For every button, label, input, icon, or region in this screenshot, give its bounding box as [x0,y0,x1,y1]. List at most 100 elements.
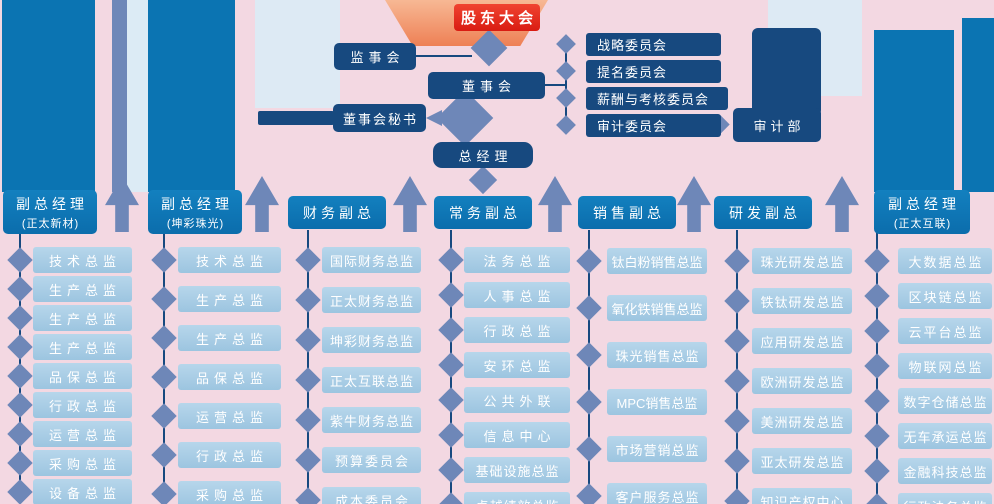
branch-item: 正太互联总监 [322,367,421,393]
branch-header: 常务副总 [434,196,532,229]
branch-item: 设备总监 [33,479,132,504]
audit-department-label: 审计部 [753,118,805,134]
branch-item: 客户服务总监 [607,483,707,504]
audit-department-blob [752,28,821,116]
item-diamond-icon [295,407,321,433]
branch-item: 生产总监 [33,305,132,331]
branch-item: 卓越绩效总监 [464,492,570,504]
item-diamond-icon [576,295,602,321]
branch-title: 财务副总 [303,204,375,221]
item-diamond-icon [724,488,750,504]
item-diamond-icon [7,363,33,389]
item-diamond-icon [864,493,890,504]
connector-diamond-icon [556,115,576,135]
branch-subtitle: (正太新材) [21,217,80,230]
up-arrow-icon [825,176,859,232]
up-arrow-icon [677,176,711,232]
branch-item: 运营总监 [33,421,132,447]
item-diamond-icon [724,288,750,314]
branch-item: 品保总监 [33,363,132,389]
audit-department-box: 审计部 [733,108,821,142]
branch-item: 数字仓储总监 [898,388,992,414]
item-diamond-icon [295,487,321,504]
item-diamond-icon [576,389,602,415]
item-diamond-icon [151,247,177,273]
branch-title: 销售副总 [593,204,665,221]
board-of-directors-label: 董事会 [461,79,516,94]
item-diamond-icon [864,248,890,274]
branch-subtitle: (正太互联) [893,217,952,230]
background-band [127,0,148,192]
branch-item: 氧化铁销售总监 [607,295,707,321]
up-arrow-icon [245,176,279,232]
item-diamond-icon [864,458,890,484]
up-arrow-icon [393,176,427,232]
branch-item: 行政法务总监 [898,493,992,504]
connector-bar [258,111,334,125]
item-diamond-icon [151,442,177,468]
branch-item: 珠光研发总监 [752,248,852,274]
item-diamond-icon [438,457,464,483]
committee-box: 战略委员会 [586,33,721,56]
branch-item: 无车承运总监 [898,423,992,449]
branch-item: 品保总监 [178,364,281,390]
branch-item: 公共外联 [464,387,570,413]
item-diamond-icon [295,247,321,273]
item-diamond-icon [438,282,464,308]
branch-item: 亚太研发总监 [752,448,852,474]
branch-item: 生产总监 [178,286,281,312]
item-diamond-icon [295,447,321,473]
item-diamond-icon [7,305,33,331]
item-diamond-icon [7,479,33,504]
branch-item: 安环总监 [464,352,570,378]
item-diamond-icon [151,364,177,390]
branch-connector-line [163,230,165,494]
branch-header: 副总经理(正太新材) [3,190,97,234]
board-of-directors-box: 董事会 [428,72,545,99]
item-diamond-icon [438,387,464,413]
board-secretary-label: 董事会秘书 [342,111,418,127]
item-diamond-icon [438,492,464,504]
item-diamond-icon [576,248,602,274]
branch-connector-line [307,230,309,500]
committee-label: 战略委员会 [597,38,668,53]
branch-item: 铁钛研发总监 [752,288,852,314]
branch-item: 信息中心 [464,422,570,448]
branch-connector-line [19,230,21,492]
item-diamond-icon [7,247,33,273]
branch-subtitle: (坤彩珠光) [166,217,225,230]
branch-item: 人事总监 [464,282,570,308]
branch-item: 运营总监 [178,403,281,429]
committee-label: 薪酬与考核委员会 [597,92,710,107]
branch-item: 生产总监 [178,325,281,351]
committee-box: 薪酬与考核委员会 [586,87,728,110]
branch-item: 预算委员会 [322,447,421,473]
branch-item: 行政总监 [33,392,132,418]
branch-title: 副总经理 [888,195,960,212]
item-diamond-icon [724,368,750,394]
item-diamond-icon [7,392,33,418]
item-diamond-icon [576,436,602,462]
branch-item: 技术总监 [33,247,132,273]
branch-item: 国际财务总监 [322,247,421,273]
branch-item: 区块链总监 [898,283,992,309]
committee-label: 提名委员会 [597,65,668,80]
item-diamond-icon [864,283,890,309]
branch-item: 珠光销售总监 [607,342,707,368]
branch-item: 紫牛财务总监 [322,407,421,433]
item-diamond-icon [151,286,177,312]
branch-item: 应用研发总监 [752,328,852,354]
shareholders-meeting-box: 股东大会 [454,4,540,31]
background-band [148,0,235,192]
background-band [962,18,994,192]
connector-line [416,55,472,57]
general-manager-label: 总经理 [458,148,513,164]
connector-diamond-icon [556,88,576,108]
connector-diamond-icon [556,34,576,54]
item-diamond-icon [576,342,602,368]
supervisory-board-box: 监事会 [334,43,416,70]
item-diamond-icon [864,423,890,449]
item-diamond-icon [151,325,177,351]
branch-header: 销售副总 [578,196,676,229]
item-diamond-icon [576,483,602,504]
